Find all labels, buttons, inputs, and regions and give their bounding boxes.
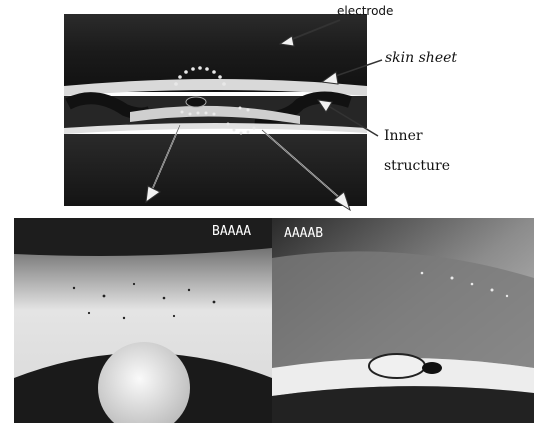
inner-structure-label-line2: structure bbox=[384, 158, 450, 174]
electrode-label: electrode bbox=[337, 4, 393, 18]
micrograph-left bbox=[14, 218, 272, 423]
inner-structure-label-line1: Inner bbox=[384, 128, 423, 144]
central-node bbox=[186, 97, 206, 107]
top-schematic-photo bbox=[0, 0, 534, 215]
skin-sheet-label: skin sheet bbox=[385, 50, 457, 66]
micrograph-right bbox=[272, 218, 534, 423]
panel-code-right: AAAAB bbox=[284, 226, 323, 241]
lower-dark-region bbox=[64, 134, 367, 206]
panel-code-left: BAAAA bbox=[212, 224, 251, 239]
